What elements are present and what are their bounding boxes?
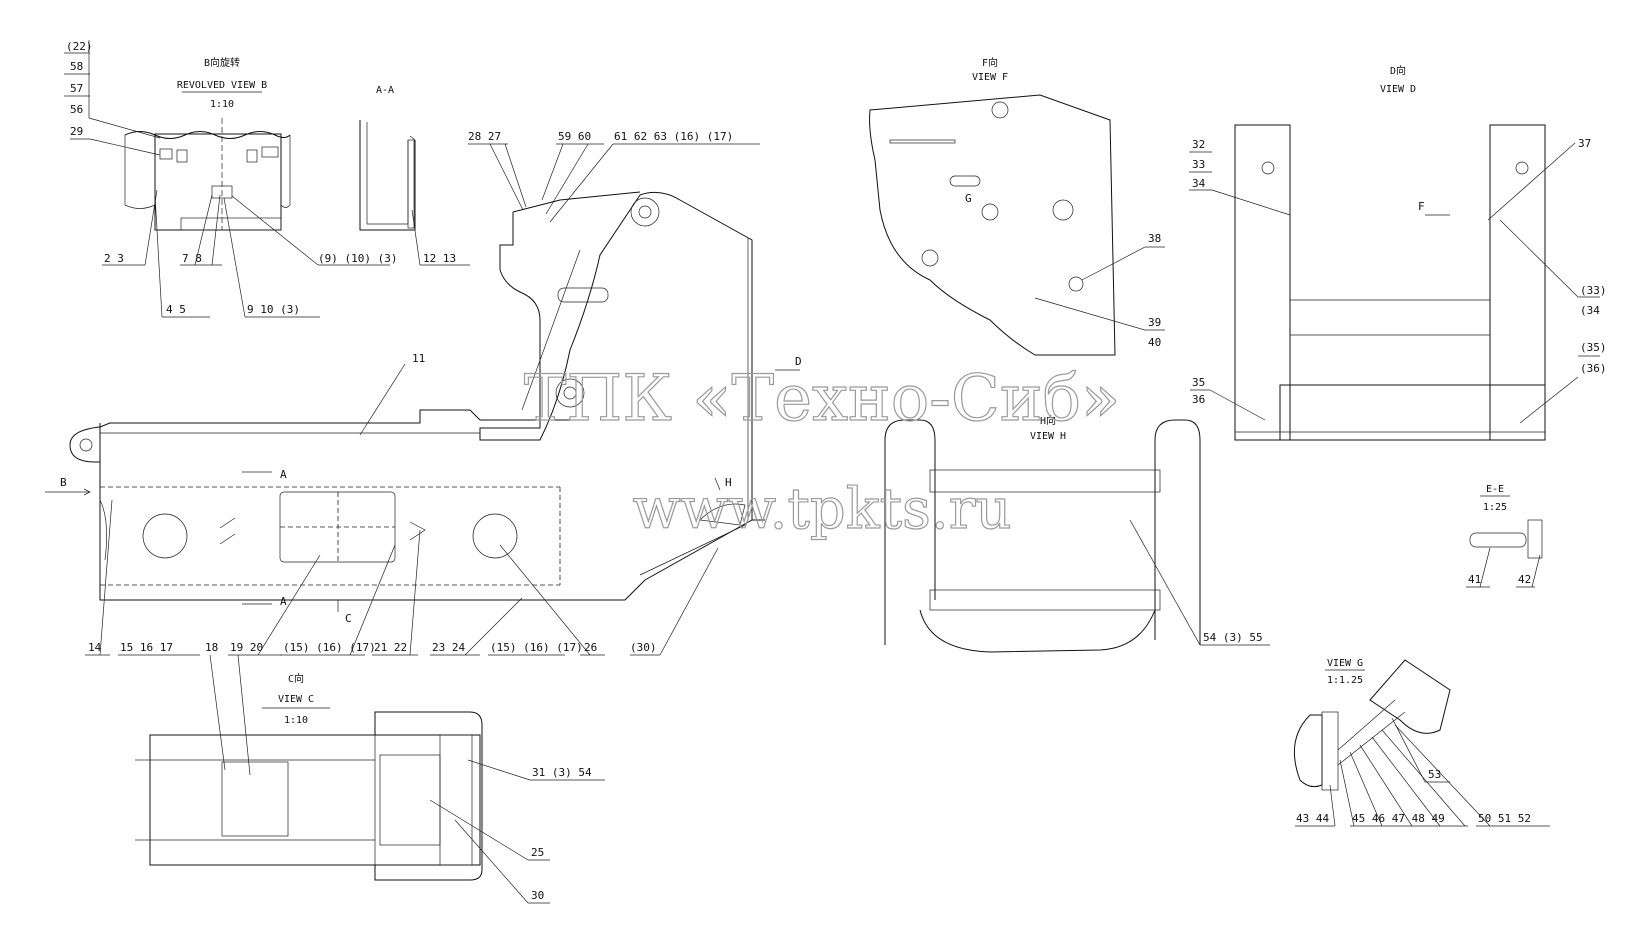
callout-12-13: 12 13 bbox=[423, 252, 456, 265]
callout-32: 32 bbox=[1192, 138, 1205, 151]
marker-f: F bbox=[1418, 200, 1425, 213]
callout-9-10-3-paren: (9) (10) (3) bbox=[318, 252, 397, 265]
callout-57: 57 bbox=[70, 82, 83, 95]
callout-56: 56 bbox=[70, 103, 83, 116]
view-d: D向 VIEW D F 32 33 34 37 (33) (34 (35) (3… bbox=[1189, 64, 1607, 441]
watermark-company: ТПК «Техно-Сиб» bbox=[524, 362, 1120, 436]
view-f-title-cn: F向 bbox=[982, 56, 998, 69]
view-c: C向 VIEW C 1:10 18 31 (3) 54 25 30 bbox=[135, 641, 605, 904]
callout-15-17: 15 16 17 bbox=[120, 641, 173, 654]
callout-21-22: 21 22 bbox=[374, 641, 407, 654]
callout-28-27: 28 27 bbox=[468, 130, 501, 143]
callout-25: 25 bbox=[531, 846, 544, 859]
watermark-url: www.tpkts.ru bbox=[632, 477, 1011, 542]
callout-33-paren: (33) bbox=[1580, 284, 1607, 297]
callout-33: 33 bbox=[1192, 158, 1205, 171]
callout-58: 58 bbox=[70, 60, 83, 73]
callout-23-24: 23 24 bbox=[432, 641, 465, 654]
view-g: VIEW G 1:1.25 53 43 44 45 46 47 48 49 50… bbox=[1293, 658, 1550, 827]
view-c-title-cn: C向 bbox=[288, 672, 304, 685]
callout-34-paren: (34 bbox=[1580, 304, 1600, 317]
view-c-scale: 1:10 bbox=[284, 715, 308, 726]
callout-2-3: 2 3 bbox=[104, 252, 124, 265]
callout-42: 42 bbox=[1518, 573, 1531, 586]
callout-38: 38 bbox=[1148, 232, 1161, 245]
callout-30-paren: (30) bbox=[630, 641, 657, 654]
callout-40: 40 bbox=[1148, 336, 1161, 349]
view-d-title-en: VIEW D bbox=[1380, 84, 1416, 95]
callout-19-20: 19 20 bbox=[230, 641, 263, 654]
callout-53: 53 bbox=[1428, 768, 1441, 781]
section-aa-title: A-A bbox=[376, 85, 394, 96]
marker-c: C bbox=[345, 612, 352, 625]
callout-54-3-55: 54 (3) 55 bbox=[1203, 631, 1263, 644]
marker-a-bottom: A bbox=[280, 595, 287, 608]
callout-4-5: 4 5 bbox=[166, 303, 186, 316]
callout-34: 34 bbox=[1192, 177, 1206, 190]
callout-39: 39 bbox=[1148, 316, 1161, 329]
section-ee-scale: 1:25 bbox=[1483, 502, 1507, 513]
view-b-scale: 1:10 bbox=[210, 99, 234, 110]
marker-d: D bbox=[795, 355, 802, 368]
section-e-e: E-E 1:25 41 42 bbox=[1466, 484, 1543, 588]
view-h: H向 VIEW H 54 (3) 55 bbox=[884, 414, 1270, 653]
watermark: ТПК «Техно-Сиб» www.tpkts.ru bbox=[523, 361, 1121, 542]
callout-41: 41 bbox=[1468, 573, 1481, 586]
callout-9-10-3: 9 10 (3) bbox=[247, 303, 300, 316]
callout-18: 18 bbox=[205, 641, 218, 654]
view-f-title-en: VIEW F bbox=[972, 72, 1008, 83]
callout-45-49: 45 46 47 48 49 bbox=[1352, 812, 1445, 825]
callout-36: 36 bbox=[1192, 393, 1205, 406]
callout-50-52: 50 51 52 bbox=[1478, 812, 1531, 825]
marker-h: H bbox=[725, 476, 732, 489]
marker-b: B bbox=[60, 476, 67, 489]
view-h-title-cn: H向 bbox=[1040, 414, 1056, 427]
callout-22: (22) bbox=[66, 40, 93, 53]
callout-15-17-paren: (15) (16) (17) bbox=[283, 641, 376, 654]
marker-g: G bbox=[965, 192, 972, 205]
callout-15-17-paren-2: (15) (16) (17) bbox=[490, 641, 583, 654]
view-b-title-cn: B向旋转 bbox=[204, 56, 240, 69]
marker-a-top: A bbox=[280, 468, 287, 481]
view-g-scale: 1:1.25 bbox=[1327, 675, 1363, 686]
callout-31-3-54: 31 (3) 54 bbox=[532, 766, 592, 779]
section-ee-title: E-E bbox=[1486, 484, 1504, 495]
view-g-title: VIEW G bbox=[1327, 658, 1363, 669]
callout-29: 29 bbox=[70, 125, 83, 138]
callout-61-63: 61 62 63 (16) (17) bbox=[614, 130, 733, 143]
view-c-title-en: VIEW C bbox=[278, 694, 314, 705]
view-h-title-en: VIEW H bbox=[1030, 431, 1066, 442]
main-side-view: 28 27 59 60 61 62 63 (16) (17) bbox=[45, 130, 802, 656]
view-f: F向 VIEW F G 38 39 40 bbox=[869, 56, 1165, 356]
callout-11: 11 bbox=[412, 352, 425, 365]
callout-26: 26 bbox=[584, 641, 597, 654]
callout-43-44: 43 44 bbox=[1296, 812, 1329, 825]
callout-37: 37 bbox=[1578, 137, 1591, 150]
callout-35: 35 bbox=[1192, 376, 1205, 389]
callout-36-paren: (36) bbox=[1580, 362, 1607, 375]
callout-30: 30 bbox=[531, 889, 544, 902]
callout-14: 14 bbox=[88, 641, 102, 654]
callout-7-8: 7 8 bbox=[182, 252, 202, 265]
callout-59-60: 59 60 bbox=[558, 130, 591, 143]
view-b-title-en: REVOLVED VIEW B bbox=[177, 80, 267, 91]
callout-35-paren: (35) bbox=[1580, 341, 1607, 354]
view-d-title-cn: D向 bbox=[1390, 64, 1406, 77]
section-a-a: A-A 12 13 bbox=[359, 85, 470, 266]
revolved-view-b: B向旋转 REVOLVED VIEW B 1:10 (22) 58 57 56 … bbox=[64, 40, 397, 318]
